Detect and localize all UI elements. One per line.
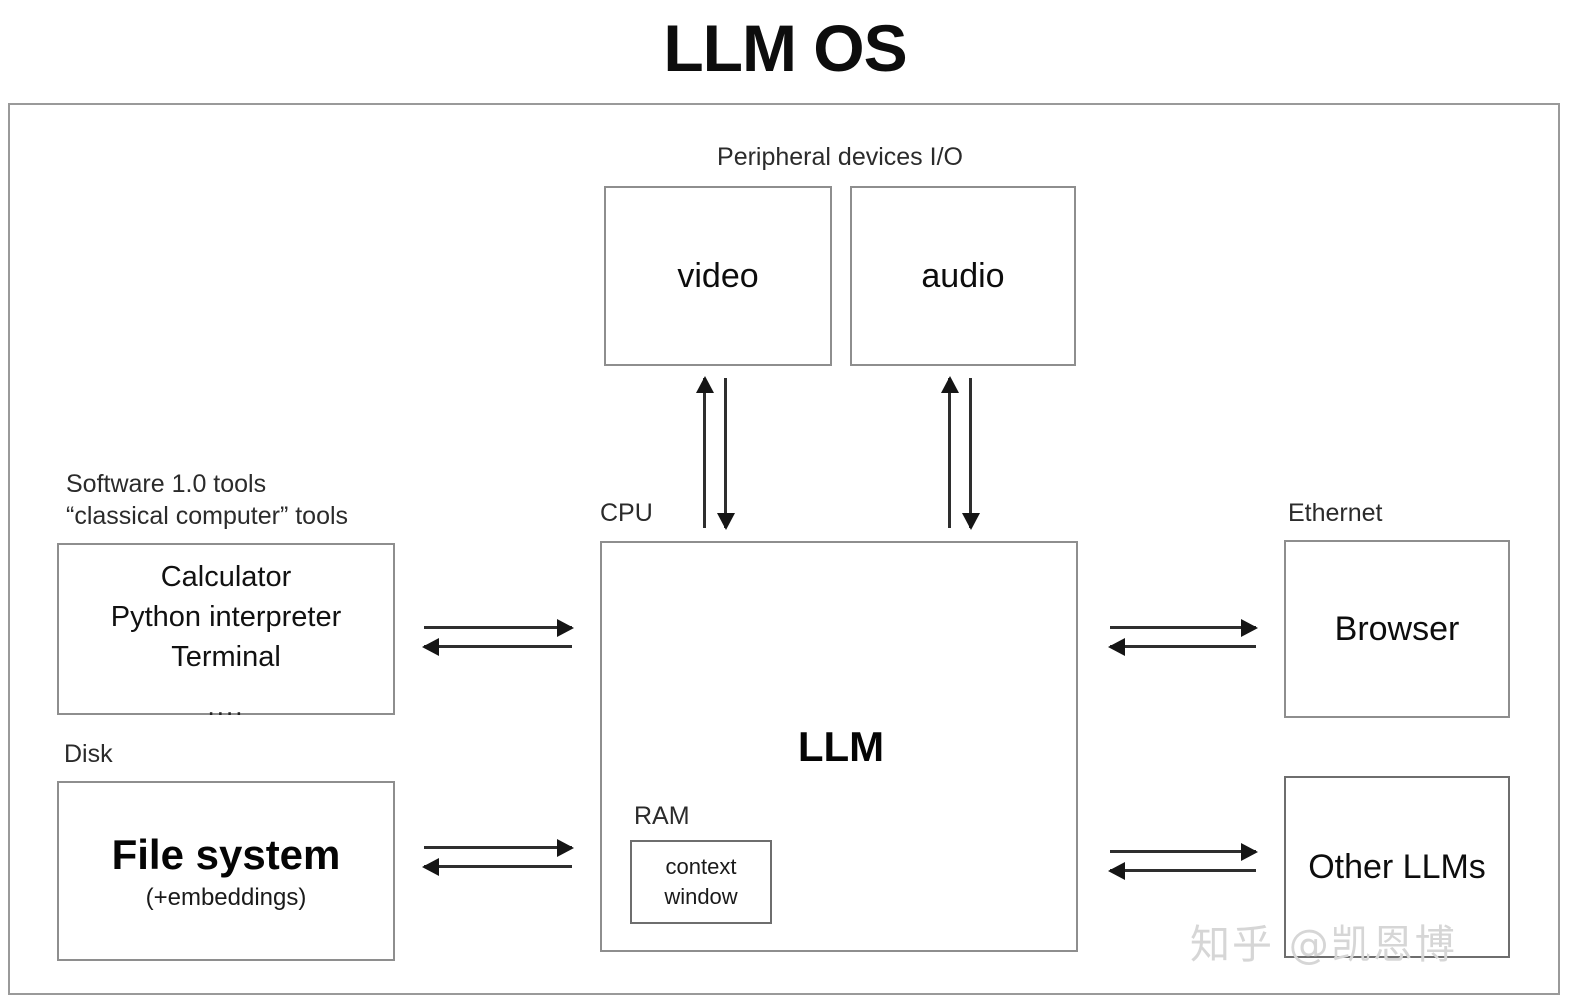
arrow-video-to-cpu-icon <box>724 378 727 528</box>
zhihu-watermark: 知乎 @凯恩博 <box>1190 922 1457 968</box>
other-llms-box[interactable]: Other LLMs <box>1284 776 1510 958</box>
ram-caption: RAM <box>634 802 690 830</box>
software-tools-caption-line2: “classical computer” tools <box>66 502 349 530</box>
arrow-tools-to-cpu-icon <box>424 626 572 629</box>
video-device-box[interactable]: video <box>604 186 832 366</box>
disk-caption: Disk <box>64 740 113 768</box>
arrow-other-llms-to-cpu-icon <box>1110 869 1256 872</box>
arrow-audio-to-cpu-icon <box>969 378 972 528</box>
tool-items-ellipsis: .... <box>207 691 245 721</box>
arrow-pair-audio-cpu <box>948 378 972 528</box>
page-title: LLM OS <box>663 11 907 85</box>
audio-device-box[interactable]: audio <box>850 186 1076 366</box>
arrow-cpu-to-tools-icon <box>424 645 572 648</box>
arrow-pair-video-cpu <box>703 378 727 528</box>
audio-label: audio <box>921 257 1005 295</box>
arrow-cpu-to-video-icon <box>703 378 706 528</box>
tool-item-terminal: Terminal <box>171 641 281 673</box>
software-tools-box[interactable]: Calculator Python interpreter Terminal .… <box>57 543 395 721</box>
other-llms-label: Other LLMs <box>1308 848 1486 886</box>
context-window-label-line1: context <box>665 854 737 879</box>
file-system-title: File system <box>111 830 341 878</box>
tool-item-calculator: Calculator <box>160 561 292 593</box>
context-window-label-line2: window <box>664 884 738 909</box>
video-label: video <box>677 257 759 295</box>
context-window-box[interactable]: context window <box>630 840 772 924</box>
llm-label: LLM <box>797 723 885 770</box>
arrow-pair-cpu-browser <box>1110 626 1256 648</box>
browser-label: Browser <box>1334 610 1460 648</box>
arrow-cpu-to-disk-icon <box>424 865 572 868</box>
arrow-cpu-to-other-llms-icon <box>1110 850 1256 853</box>
arrow-pair-cpu-other-llms <box>1110 850 1256 872</box>
arrow-cpu-to-browser-icon <box>1110 626 1256 629</box>
arrow-cpu-to-audio-icon <box>948 378 951 528</box>
cpu-caption: CPU <box>600 499 653 527</box>
arrow-disk-to-cpu-icon <box>424 846 572 849</box>
arrow-pair-tools-cpu <box>424 626 572 648</box>
browser-box[interactable]: Browser <box>1284 540 1510 718</box>
arrow-pair-disk-cpu <box>424 846 572 868</box>
ethernet-caption: Ethernet <box>1288 499 1383 527</box>
file-system-box[interactable]: File system (+embeddings) <box>57 781 395 961</box>
file-system-subtitle: (+embeddings) <box>145 883 307 911</box>
software-tools-caption-line1: Software 1.0 tools <box>66 470 267 498</box>
software-tools-caption: Software 1.0 tools “classical computer” … <box>66 468 348 532</box>
arrow-browser-to-cpu-icon <box>1110 645 1256 648</box>
tool-item-python-interpreter: Python interpreter <box>110 601 342 633</box>
peripheral-devices-caption: Peripheral devices I/O <box>717 143 963 171</box>
